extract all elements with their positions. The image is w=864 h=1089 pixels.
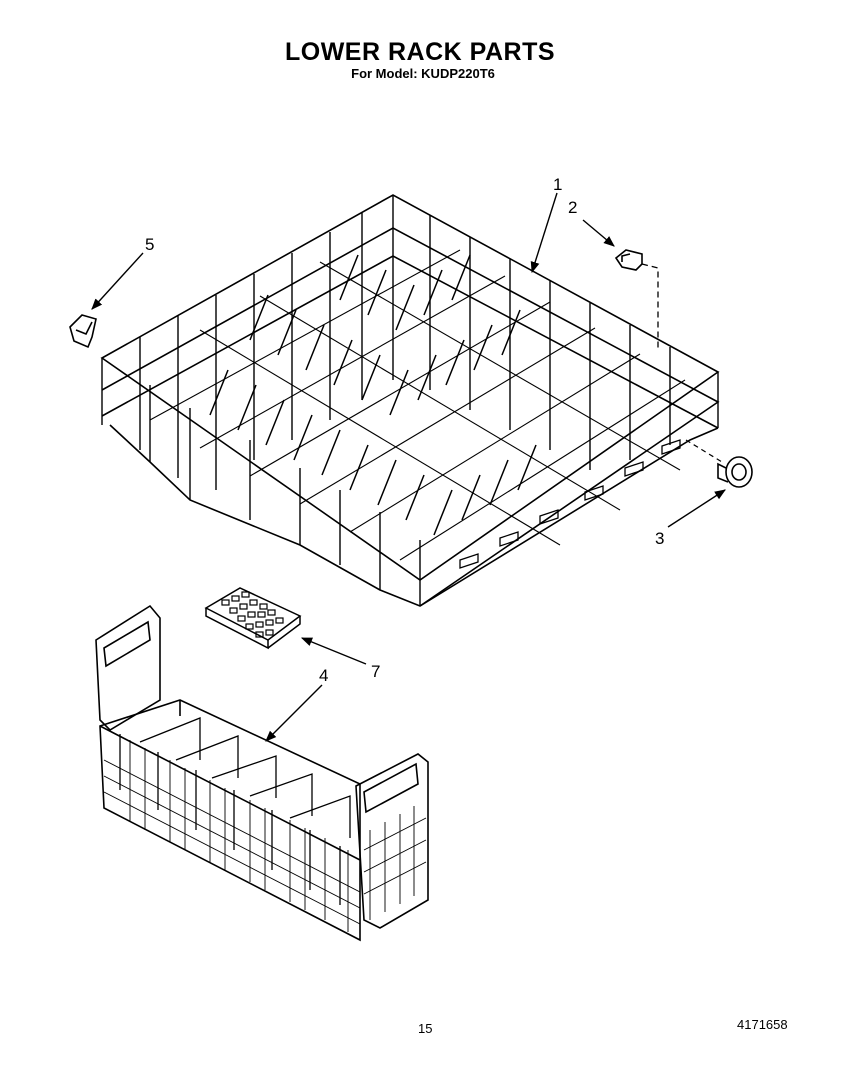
rack-clip-part-2: [614, 249, 659, 348]
callout-label-2: 2: [568, 198, 577, 217]
model-subtitle: For Model: KUDP220T6: [351, 66, 495, 81]
rack-wheel-part-3: [685, 439, 753, 488]
rack-clip-part-5: [69, 314, 97, 349]
callout-arrow-4: [265, 684, 323, 742]
callout-label-3: 3: [655, 529, 664, 548]
callout-label-7: 7: [371, 662, 380, 681]
document-number: 4171658: [737, 1017, 788, 1032]
lower-rack-illustration: [100, 194, 720, 607]
callout-arrow-1: [530, 192, 558, 274]
page-title: LOWER RACK PARTS: [284, 38, 556, 66]
callout-arrow-5: [91, 252, 144, 310]
callout-arrow-7: [300, 637, 367, 665]
callout-arrow-2: [582, 219, 615, 247]
page-number: 15: [418, 1021, 433, 1036]
silverware-basket-part-4: [95, 604, 429, 942]
callout-label-1: 1: [553, 175, 562, 194]
callout-arrow-3: [667, 489, 726, 528]
callout-label-5: 5: [145, 235, 154, 254]
callout-arrows: [91, 192, 726, 742]
callout-label-4: 4: [319, 666, 328, 685]
basket-cover-part-7: [204, 587, 302, 650]
